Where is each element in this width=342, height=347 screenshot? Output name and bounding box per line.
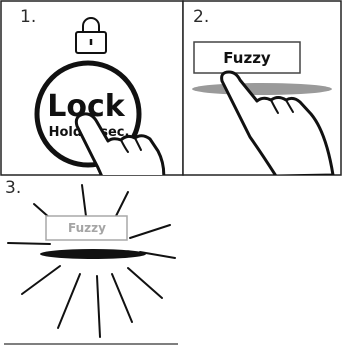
pressed-shadow: [40, 249, 146, 259]
button-shadow: [192, 83, 332, 95]
step-3-panel: 3. Fuzzy: [4, 178, 178, 344]
step-3-number: 3.: [5, 178, 21, 198]
step-1-number: 1.: [20, 7, 36, 27]
fuzzy-button-pressed-label: Fuzzy: [68, 221, 106, 235]
step-2-panel: 2. Fuzzy: [183, 1, 341, 176]
fuzzy-button-label: Fuzzy: [223, 49, 271, 67]
step-1-panel: 1. Lock Hold 3 sec.: [1, 1, 183, 200]
flash-rays: [8, 185, 175, 337]
step-2-number: 2.: [193, 7, 209, 27]
